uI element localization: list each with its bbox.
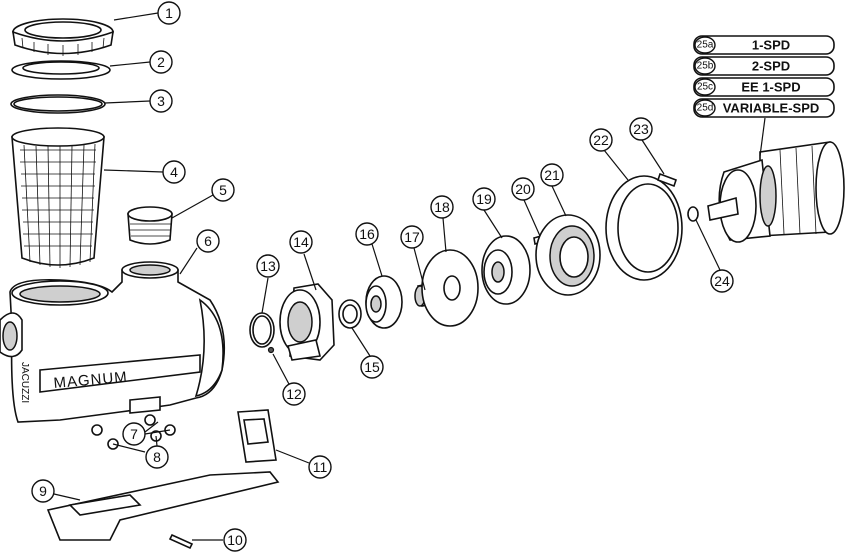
clamp-bolt: [656, 172, 678, 188]
wear-ring: [338, 299, 362, 329]
callout-2: 2: [149, 50, 173, 74]
callout-11-label: 11: [313, 459, 328, 475]
diffuser: [279, 283, 335, 361]
callout-16: 16: [355, 222, 379, 246]
drain-plugs: [91, 414, 176, 450]
motor-option-25d: 25d VARIABLE-SPD: [693, 98, 835, 118]
lid-lock-ring: [12, 18, 114, 56]
callout-1-label: 1: [165, 5, 173, 21]
motor-option-25c-label: EE 1-SPD: [741, 80, 800, 95]
motor-option-25a-label: 1-SPD: [752, 38, 790, 53]
pump-housing: MAGNUM JACUZZI: [0, 261, 226, 423]
base-pin: [168, 533, 194, 550]
seal-plate: [421, 249, 479, 327]
motor-options-table: 25a 1-SPD 25b 2-SPD 25c EE 1-SPD 25d VAR…: [693, 35, 835, 118]
callout-3: 3: [149, 89, 173, 113]
callout-12-label: 12: [286, 386, 302, 402]
callout-23: 23: [629, 117, 653, 141]
callout-21: 21: [540, 163, 564, 187]
callout-9: 9: [31, 479, 55, 503]
callout-14-label: 14: [293, 234, 309, 250]
base-gasket: [237, 409, 277, 463]
motor-option-25b: 25b 2-SPD: [693, 56, 835, 76]
diffuser-o-ring: [249, 312, 275, 348]
pump-motor: [707, 141, 845, 243]
motor-option-25c: 25c EE 1-SPD: [693, 77, 835, 97]
callout-24-label: 24: [714, 273, 730, 289]
threaded-adapter: [127, 206, 173, 245]
callout-22-label: 22: [593, 132, 609, 148]
callout-17: 17: [400, 225, 424, 249]
callout-9-label: 9: [39, 483, 47, 499]
motor-option-25c-code: 25c: [697, 82, 713, 93]
motor-adapter: [481, 235, 531, 305]
motor-washer: [687, 206, 699, 222]
diffuser-screw: [267, 346, 275, 354]
housing-model-text: MAGNUM: [53, 369, 129, 392]
callout-19-label: 19: [476, 191, 492, 207]
callout-8-label: 8: [153, 449, 161, 465]
callout-18-label: 18: [434, 199, 450, 215]
callout-6: 6: [196, 229, 220, 253]
callout-13-label: 13: [260, 258, 276, 274]
callout-10: 10: [223, 528, 247, 552]
housing-maker-text: JACUZZI: [19, 362, 30, 403]
callout-8: 8: [145, 445, 169, 469]
callout-3-label: 3: [157, 93, 165, 109]
callout-4: 4: [162, 160, 186, 184]
callout-14: 14: [289, 230, 313, 254]
callout-18: 18: [430, 195, 454, 219]
motor-option-25d-code: 25d: [697, 103, 714, 114]
callout-5: 5: [211, 178, 235, 202]
callout-21-label: 21: [544, 167, 560, 183]
callout-12: 12: [282, 382, 306, 406]
callout-7-label: 7: [130, 426, 138, 442]
locking-ring: [535, 214, 601, 296]
lid-o-ring: [10, 94, 106, 114]
leader-lines: [53, 12, 766, 541]
motor-option-25d-label: VARIABLE-SPD: [723, 101, 820, 116]
strainer-basket: [11, 127, 105, 268]
callout-23-label: 23: [633, 121, 649, 137]
callout-16-label: 16: [359, 226, 375, 242]
callout-6-label: 6: [204, 233, 212, 249]
motor-option-25b-code: 25b: [697, 61, 714, 72]
impeller: [365, 275, 403, 329]
strainer-lid: [11, 60, 111, 80]
motor-option-25a-code: 25a: [697, 40, 714, 51]
callout-15: 15: [360, 355, 384, 379]
callout-11: 11: [308, 455, 332, 479]
callout-4-label: 4: [170, 164, 178, 180]
clamp-ring: [605, 175, 683, 281]
callout-19: 19: [472, 187, 496, 211]
motor-option-25b-label: 2-SPD: [752, 59, 790, 74]
callout-22: 22: [589, 128, 613, 152]
callout-5-label: 5: [219, 182, 227, 198]
callout-1: 1: [157, 1, 181, 25]
callout-20: 20: [511, 177, 535, 201]
callout-17-label: 17: [404, 229, 420, 245]
callout-7: 7: [122, 422, 146, 446]
motor-option-25a: 25a 1-SPD: [693, 35, 835, 55]
callout-20-label: 20: [515, 181, 531, 197]
callout-13: 13: [256, 254, 280, 278]
pump-base: [46, 471, 280, 541]
callout-24: 24: [710, 269, 734, 293]
callout-15-label: 15: [364, 359, 380, 375]
callout-2-label: 2: [157, 54, 165, 70]
callout-10-label: 10: [227, 532, 243, 548]
